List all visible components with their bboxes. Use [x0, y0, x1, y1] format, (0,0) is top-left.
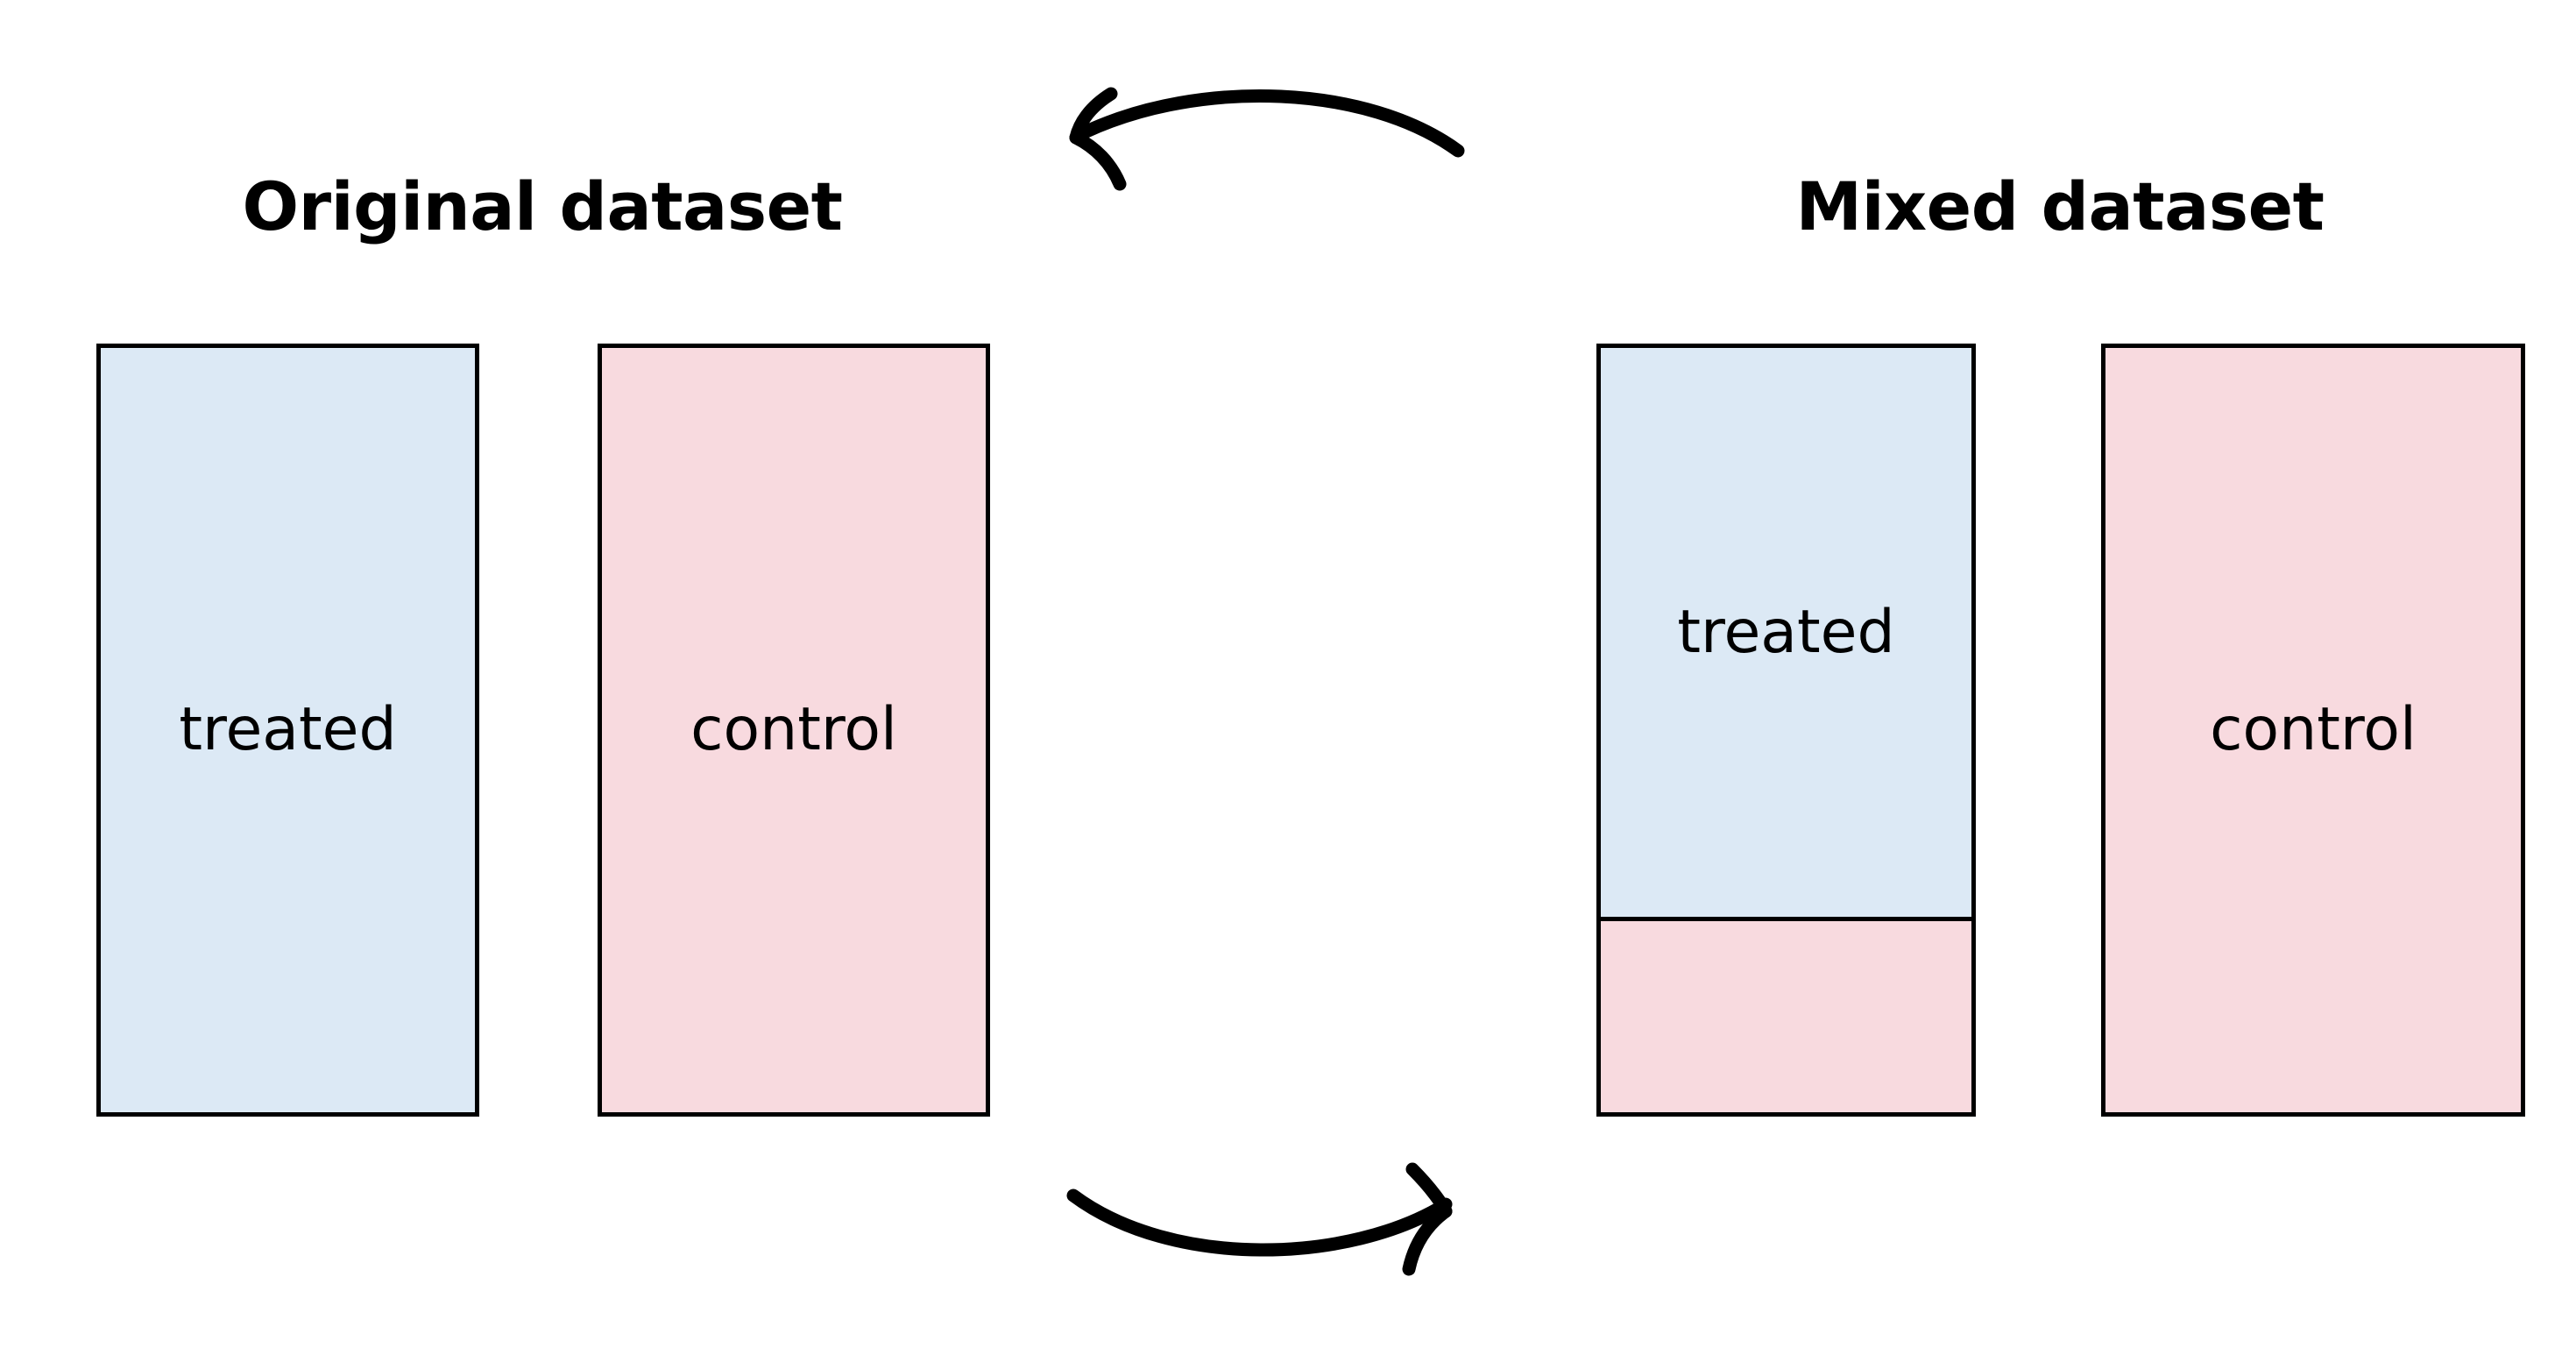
box-original-treated[interactable]: treated: [96, 344, 479, 1117]
panel-title-mixed: Mixed dataset: [1795, 167, 2325, 245]
box-mixed-treated-segment-treated: treated: [1601, 348, 1971, 921]
box-label-mixed-treated: treated: [1677, 597, 1895, 667]
panel-title-original: Original dataset: [242, 167, 843, 245]
box-original-control[interactable]: control: [598, 344, 990, 1117]
box-label-original-control: control: [690, 695, 897, 764]
arrow-bottom-left-to-right: [1066, 1162, 1453, 1276]
arrow-top-right-to-left: [1069, 87, 1465, 191]
box-label-original-treated: treated: [179, 695, 397, 764]
box-mixed-treated[interactable]: treated: [1596, 344, 1976, 1117]
box-label-mixed-control: control: [2210, 695, 2417, 764]
box-mixed-control[interactable]: control: [2101, 344, 2525, 1117]
box-mixed-treated-segment-contaminated: [1601, 921, 1971, 1112]
